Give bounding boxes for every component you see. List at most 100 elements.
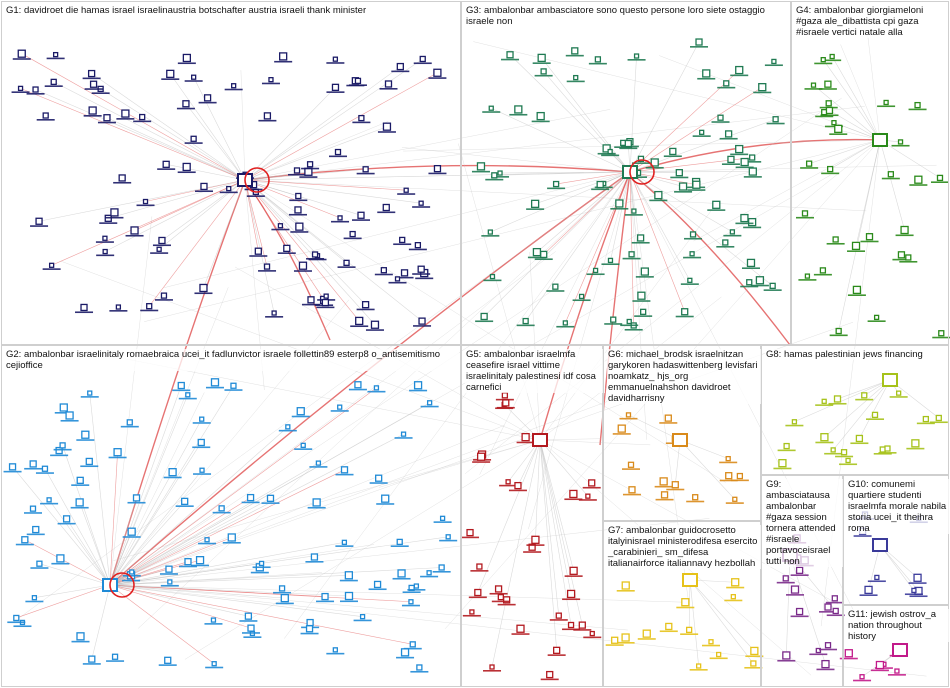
node-label bbox=[867, 580, 886, 583]
node-label bbox=[152, 244, 171, 247]
node-label bbox=[889, 396, 908, 398]
node-label bbox=[377, 131, 396, 133]
node-label bbox=[273, 591, 292, 594]
node-label bbox=[663, 155, 682, 158]
node bbox=[692, 180, 701, 189]
node-label bbox=[891, 144, 910, 147]
node bbox=[373, 385, 380, 391]
node bbox=[596, 180, 604, 189]
edge bbox=[629, 41, 700, 173]
node-label bbox=[496, 406, 515, 409]
node-label bbox=[290, 231, 309, 233]
node bbox=[820, 56, 826, 63]
node bbox=[617, 424, 626, 433]
node bbox=[85, 457, 93, 466]
edge bbox=[158, 179, 246, 250]
node-label bbox=[288, 213, 307, 216]
node-label bbox=[30, 225, 49, 227]
node-label bbox=[531, 120, 550, 123]
edge bbox=[109, 470, 203, 586]
edge bbox=[244, 72, 438, 181]
node-label bbox=[154, 299, 173, 301]
node bbox=[875, 660, 885, 670]
node-label bbox=[410, 670, 429, 673]
node-label bbox=[470, 570, 489, 572]
node-label bbox=[546, 290, 565, 292]
node-label bbox=[239, 620, 258, 622]
node bbox=[531, 535, 540, 544]
node bbox=[433, 68, 442, 77]
node-label bbox=[820, 114, 839, 117]
edge bbox=[840, 44, 881, 141]
node bbox=[824, 80, 832, 88]
node-label bbox=[468, 596, 487, 599]
hub-node bbox=[672, 433, 688, 447]
node bbox=[665, 622, 673, 631]
edge bbox=[109, 584, 215, 664]
node bbox=[439, 515, 446, 521]
node bbox=[226, 185, 232, 192]
node bbox=[730, 594, 736, 600]
node bbox=[833, 395, 842, 403]
node-label bbox=[109, 310, 128, 312]
edge bbox=[109, 425, 505, 586]
node bbox=[725, 455, 731, 462]
edge bbox=[403, 139, 881, 152]
node bbox=[190, 135, 197, 142]
node-label bbox=[610, 207, 629, 210]
node bbox=[341, 539, 348, 545]
node-label bbox=[192, 422, 211, 424]
edge bbox=[109, 419, 202, 586]
node-label bbox=[591, 188, 610, 191]
node bbox=[400, 269, 409, 277]
edge bbox=[830, 139, 881, 170]
node bbox=[621, 581, 630, 590]
node-label bbox=[122, 536, 141, 538]
node-label bbox=[224, 88, 243, 91]
node bbox=[129, 569, 135, 575]
node bbox=[914, 175, 923, 184]
node bbox=[724, 130, 733, 138]
node bbox=[783, 442, 790, 450]
node bbox=[211, 661, 217, 667]
node bbox=[897, 139, 904, 145]
node-label bbox=[825, 601, 844, 604]
node-label bbox=[350, 325, 369, 328]
node bbox=[708, 639, 714, 645]
node-label bbox=[804, 88, 823, 90]
node bbox=[827, 165, 834, 173]
node bbox=[585, 493, 591, 499]
node-label bbox=[80, 465, 99, 468]
edge bbox=[244, 87, 336, 181]
node-label bbox=[136, 204, 155, 207]
node bbox=[271, 310, 277, 316]
edge bbox=[109, 299, 350, 586]
node-label bbox=[892, 258, 911, 261]
edge bbox=[539, 439, 572, 595]
node-label bbox=[564, 498, 583, 501]
node-label bbox=[159, 573, 178, 575]
node bbox=[418, 317, 426, 325]
node-label bbox=[659, 630, 678, 633]
edge bbox=[539, 439, 574, 571]
node bbox=[562, 320, 568, 326]
node bbox=[103, 114, 111, 122]
node bbox=[307, 296, 315, 304]
node-label bbox=[818, 88, 837, 90]
node bbox=[723, 80, 730, 87]
edge bbox=[109, 498, 271, 586]
hub-node bbox=[882, 373, 898, 387]
node-label bbox=[828, 402, 847, 405]
edge bbox=[477, 439, 541, 593]
node-label bbox=[294, 448, 313, 450]
edge bbox=[813, 84, 881, 141]
node bbox=[59, 403, 68, 412]
node-label bbox=[930, 181, 949, 183]
node bbox=[199, 416, 205, 422]
node-label bbox=[329, 155, 348, 158]
node-label bbox=[725, 502, 744, 504]
node bbox=[669, 147, 677, 156]
edge bbox=[48, 499, 111, 586]
node bbox=[489, 664, 495, 670]
node bbox=[859, 674, 865, 680]
